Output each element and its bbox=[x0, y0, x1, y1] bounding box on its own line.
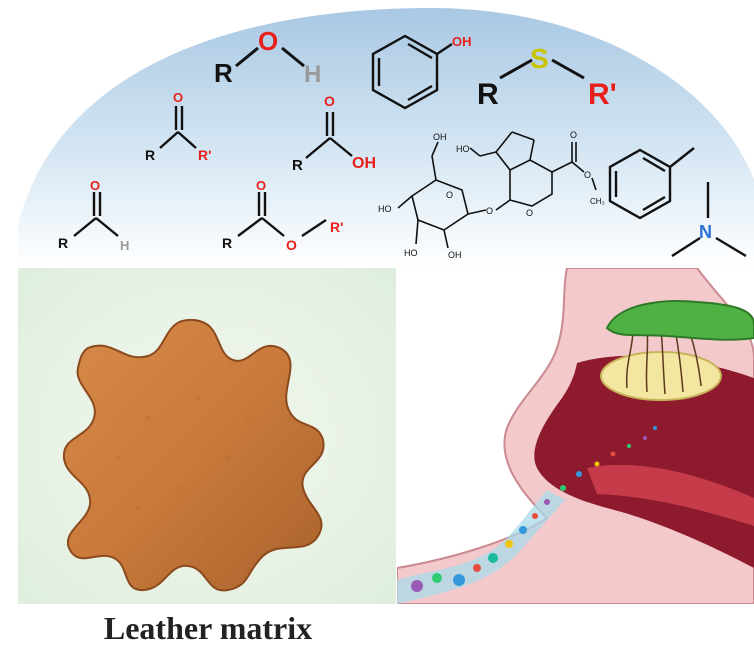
olfaction-panel bbox=[397, 268, 754, 604]
glycoside-oh-1: OH bbox=[433, 132, 447, 142]
alcohol-o-label: O bbox=[258, 26, 278, 56]
glycoside-structure bbox=[397, 131, 597, 249]
carboxylic-acid-structure bbox=[305, 112, 353, 159]
ketone-structure bbox=[159, 106, 197, 149]
thioether-s-label: S bbox=[530, 43, 549, 74]
glycoside-oh-2: OH bbox=[448, 250, 462, 260]
phenol-oh-label: OH bbox=[452, 34, 472, 49]
glycoside-o-ring-2: O bbox=[526, 208, 533, 218]
leather-texture bbox=[116, 396, 260, 541]
ester-r-label: R bbox=[222, 235, 232, 251]
acid-oh-label: OH bbox=[352, 155, 376, 172]
glycoside-ch3: CH₃ bbox=[590, 197, 605, 206]
glycoside-o-ester: O bbox=[584, 170, 591, 180]
trimethylamine-structure bbox=[671, 182, 747, 258]
odor-molecules bbox=[411, 426, 657, 592]
acid-o-label: O bbox=[324, 93, 335, 109]
ketone-rprime-label: R' bbox=[198, 147, 211, 163]
thioether-r-label: R bbox=[477, 78, 499, 111]
glycoside-ho-1: HO bbox=[378, 204, 392, 214]
thioether-structure bbox=[499, 58, 585, 80]
ketone-o-label: O bbox=[173, 90, 183, 105]
leather-matrix-panel bbox=[18, 268, 396, 604]
aldehyde-o-label: O bbox=[90, 178, 100, 193]
chemical-structures-dome: R O H OH R S R' O R R' bbox=[18, 8, 754, 268]
alcohol-h-label: H bbox=[304, 61, 321, 88]
turbinate bbox=[587, 464, 754, 526]
nasal-cavity bbox=[534, 355, 754, 568]
ester-o2-label: O bbox=[286, 237, 297, 253]
aldehyde-structure bbox=[73, 192, 119, 237]
olfactory-epithelium bbox=[600, 351, 722, 401]
glycoside-ho-3: HO bbox=[456, 144, 470, 154]
ester-structure bbox=[237, 192, 327, 237]
ketone-r-label: R bbox=[145, 147, 155, 163]
glycoside-o-ring: O bbox=[446, 190, 453, 200]
phenol-structure bbox=[371, 34, 453, 110]
ester-o-label: O bbox=[256, 178, 266, 193]
aldehyde-h-label: H bbox=[120, 238, 129, 253]
glycoside-o-link: O bbox=[486, 206, 493, 216]
alcohol-structure bbox=[235, 46, 305, 68]
acid-r-label: R bbox=[292, 157, 303, 174]
ester-rprime-label: R' bbox=[330, 219, 343, 235]
olfactory-bulb bbox=[605, 300, 754, 341]
leather-hide bbox=[62, 318, 325, 592]
amine-n-label: N bbox=[699, 222, 712, 242]
glycoside-o-carbonyl: O bbox=[570, 130, 577, 140]
aldehyde-r-label: R bbox=[58, 235, 68, 251]
glycoside-ho-2: HO bbox=[404, 248, 418, 258]
thioether-rprime-label: R' bbox=[588, 78, 617, 111]
leather-matrix-caption: Leather matrix bbox=[103, 610, 313, 646]
toluene-structure bbox=[608, 147, 695, 220]
dome-background bbox=[18, 8, 754, 268]
alcohol-r-label: R bbox=[214, 58, 233, 88]
